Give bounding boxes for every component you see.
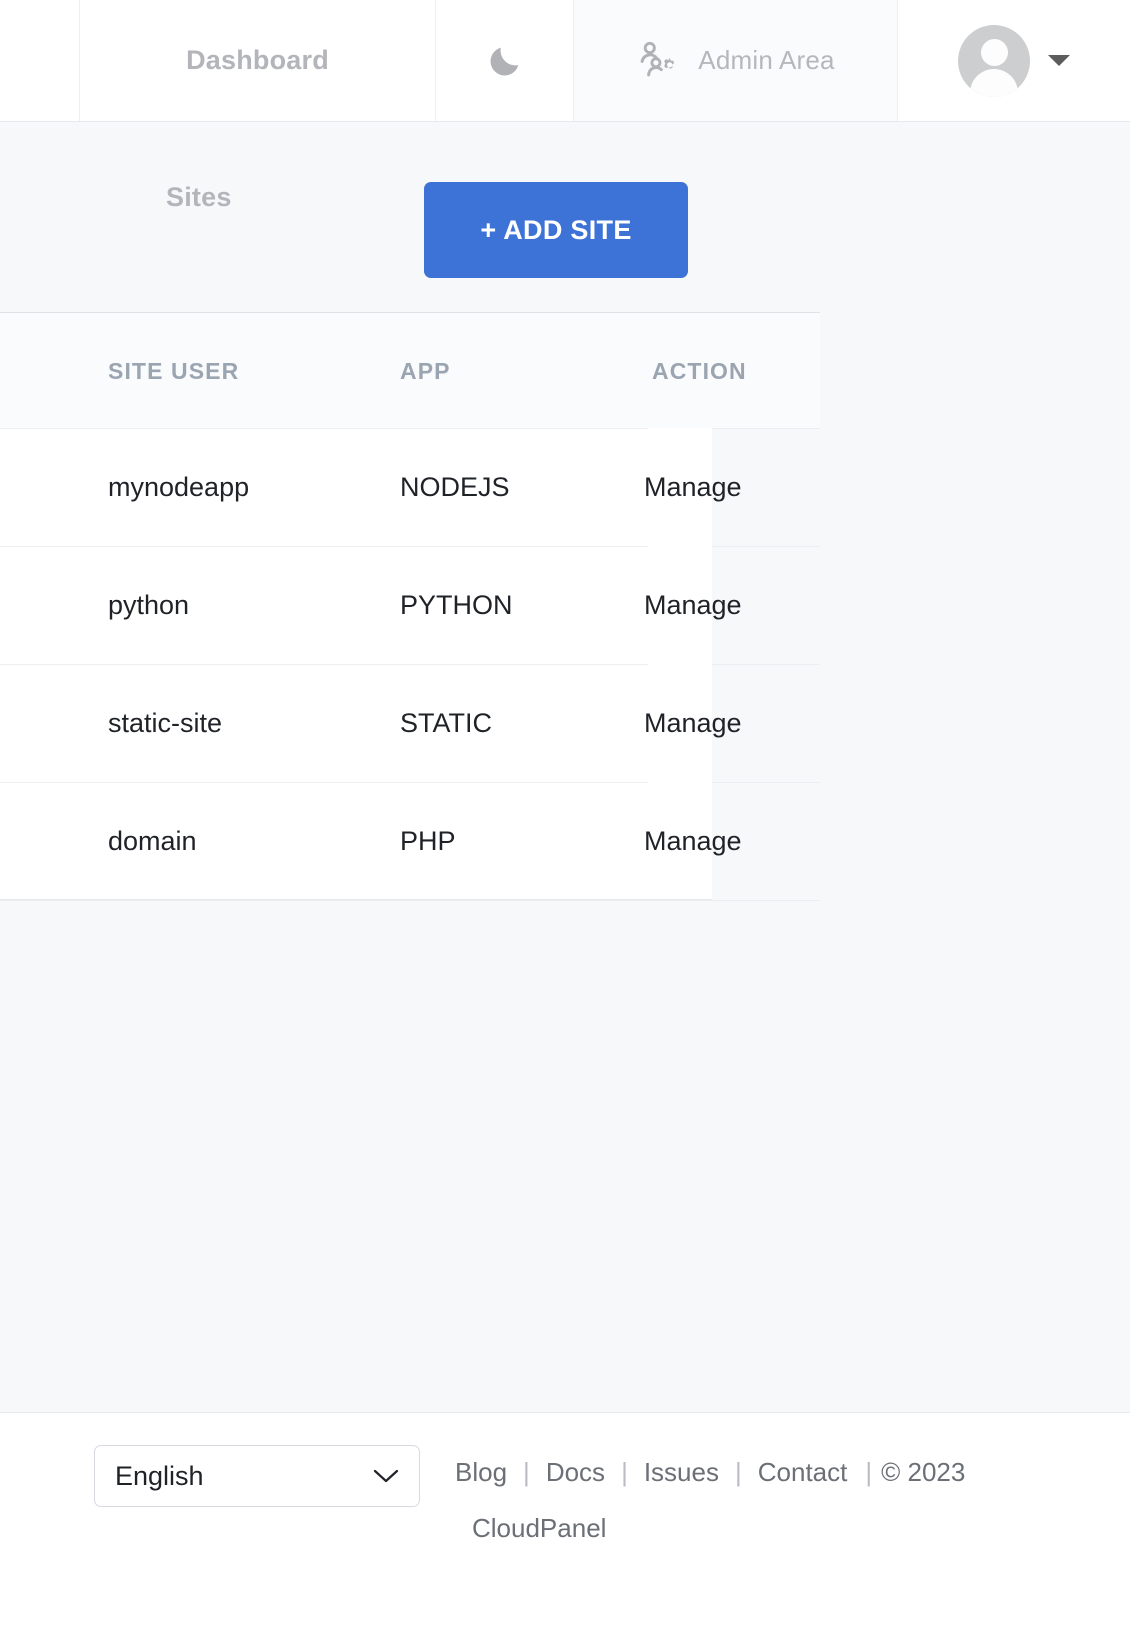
language-select[interactable]: English	[94, 1445, 420, 1507]
cell-site-user: python	[0, 546, 396, 665]
column-header-app[interactable]: APP	[396, 312, 648, 429]
footer-separator: |	[621, 1457, 628, 1487]
footer-link-contact[interactable]: Contact	[757, 1457, 848, 1487]
avatar-body	[970, 68, 1018, 97]
manage-accounts-icon	[640, 41, 675, 76]
table-row[interactable]: static-site STATIC	[0, 664, 820, 783]
table-row[interactable]: mynodeapp NODEJS	[0, 428, 820, 547]
cell-app: PYTHON	[396, 546, 648, 665]
footer-copyright: © 2023	[881, 1457, 966, 1487]
page-footer: English Blog | Docs | Issues | Contact |…	[0, 1412, 1130, 1626]
nav-item-dashboard[interactable]: Dashboard	[80, 0, 436, 121]
moon-icon	[490, 47, 518, 75]
table-bottom-border	[0, 899, 712, 900]
cell-action	[648, 782, 820, 901]
column-header-action[interactable]: ACTION	[648, 312, 820, 429]
footer-link-issues[interactable]: Issues	[643, 1457, 719, 1487]
cell-action	[648, 428, 820, 547]
nav-left-spacer	[0, 0, 80, 121]
caret-down-icon[interactable]	[1048, 55, 1070, 66]
table-top-border	[0, 312, 712, 313]
cell-site-user: domain	[0, 782, 396, 901]
table-header-row: SITE USER APP ACTION	[0, 312, 820, 429]
cell-action	[648, 546, 820, 665]
table-row[interactable]: python PYTHON	[0, 546, 820, 665]
footer-separator: |	[734, 1457, 742, 1487]
language-select-value: English	[115, 1460, 204, 1491]
table-header: SITE USER APP ACTION	[0, 312, 820, 429]
table-row[interactable]: domain PHP	[0, 782, 820, 901]
add-site-button[interactable]: + ADD SITE	[424, 182, 688, 278]
chevron-down-icon	[373, 1469, 399, 1483]
dark-mode-toggle[interactable]	[436, 0, 574, 121]
cell-app: NODEJS	[396, 428, 648, 547]
sites-table: SITE USER APP ACTION mynodeapp NODEJS py…	[0, 312, 820, 901]
avatar	[958, 24, 1030, 97]
page-body: Sites + ADD SITE SITE USER APP ACTION my…	[0, 122, 1130, 1412]
avatar-head	[980, 38, 1008, 66]
footer-separator: |	[523, 1457, 530, 1487]
cell-action	[648, 664, 820, 783]
column-header-site-user[interactable]: SITE USER	[0, 312, 396, 429]
footer-separator: |	[865, 1457, 873, 1487]
footer-links: Blog | Docs | Issues | Contact | © 2023	[455, 1457, 965, 1488]
footer-brand: CloudPanel	[472, 1513, 607, 1543]
top-navigation-bar: Dashboard Admin Area	[0, 0, 1130, 122]
cell-app: PHP	[396, 782, 648, 901]
cell-site-user: static-site	[0, 664, 396, 783]
sites-header: Sites + ADD SITE	[0, 122, 820, 312]
user-menu[interactable]	[898, 0, 1130, 121]
cell-app: STATIC	[396, 664, 648, 783]
nav-admin-area-label: Admin Area	[698, 45, 835, 75]
nav-dashboard-label: Dashboard	[186, 45, 329, 75]
footer-link-blog[interactable]: Blog	[455, 1457, 508, 1487]
page-title: Sites	[166, 182, 232, 212]
nav-item-admin-area[interactable]: Admin Area	[574, 0, 898, 121]
footer-link-docs[interactable]: Docs	[545, 1457, 606, 1487]
cell-site-user: mynodeapp	[0, 428, 396, 547]
sites-table-container: SITE USER APP ACTION mynodeapp NODEJS py…	[0, 312, 820, 901]
table-body: mynodeapp NODEJS python PYTHON static-si…	[0, 428, 820, 901]
